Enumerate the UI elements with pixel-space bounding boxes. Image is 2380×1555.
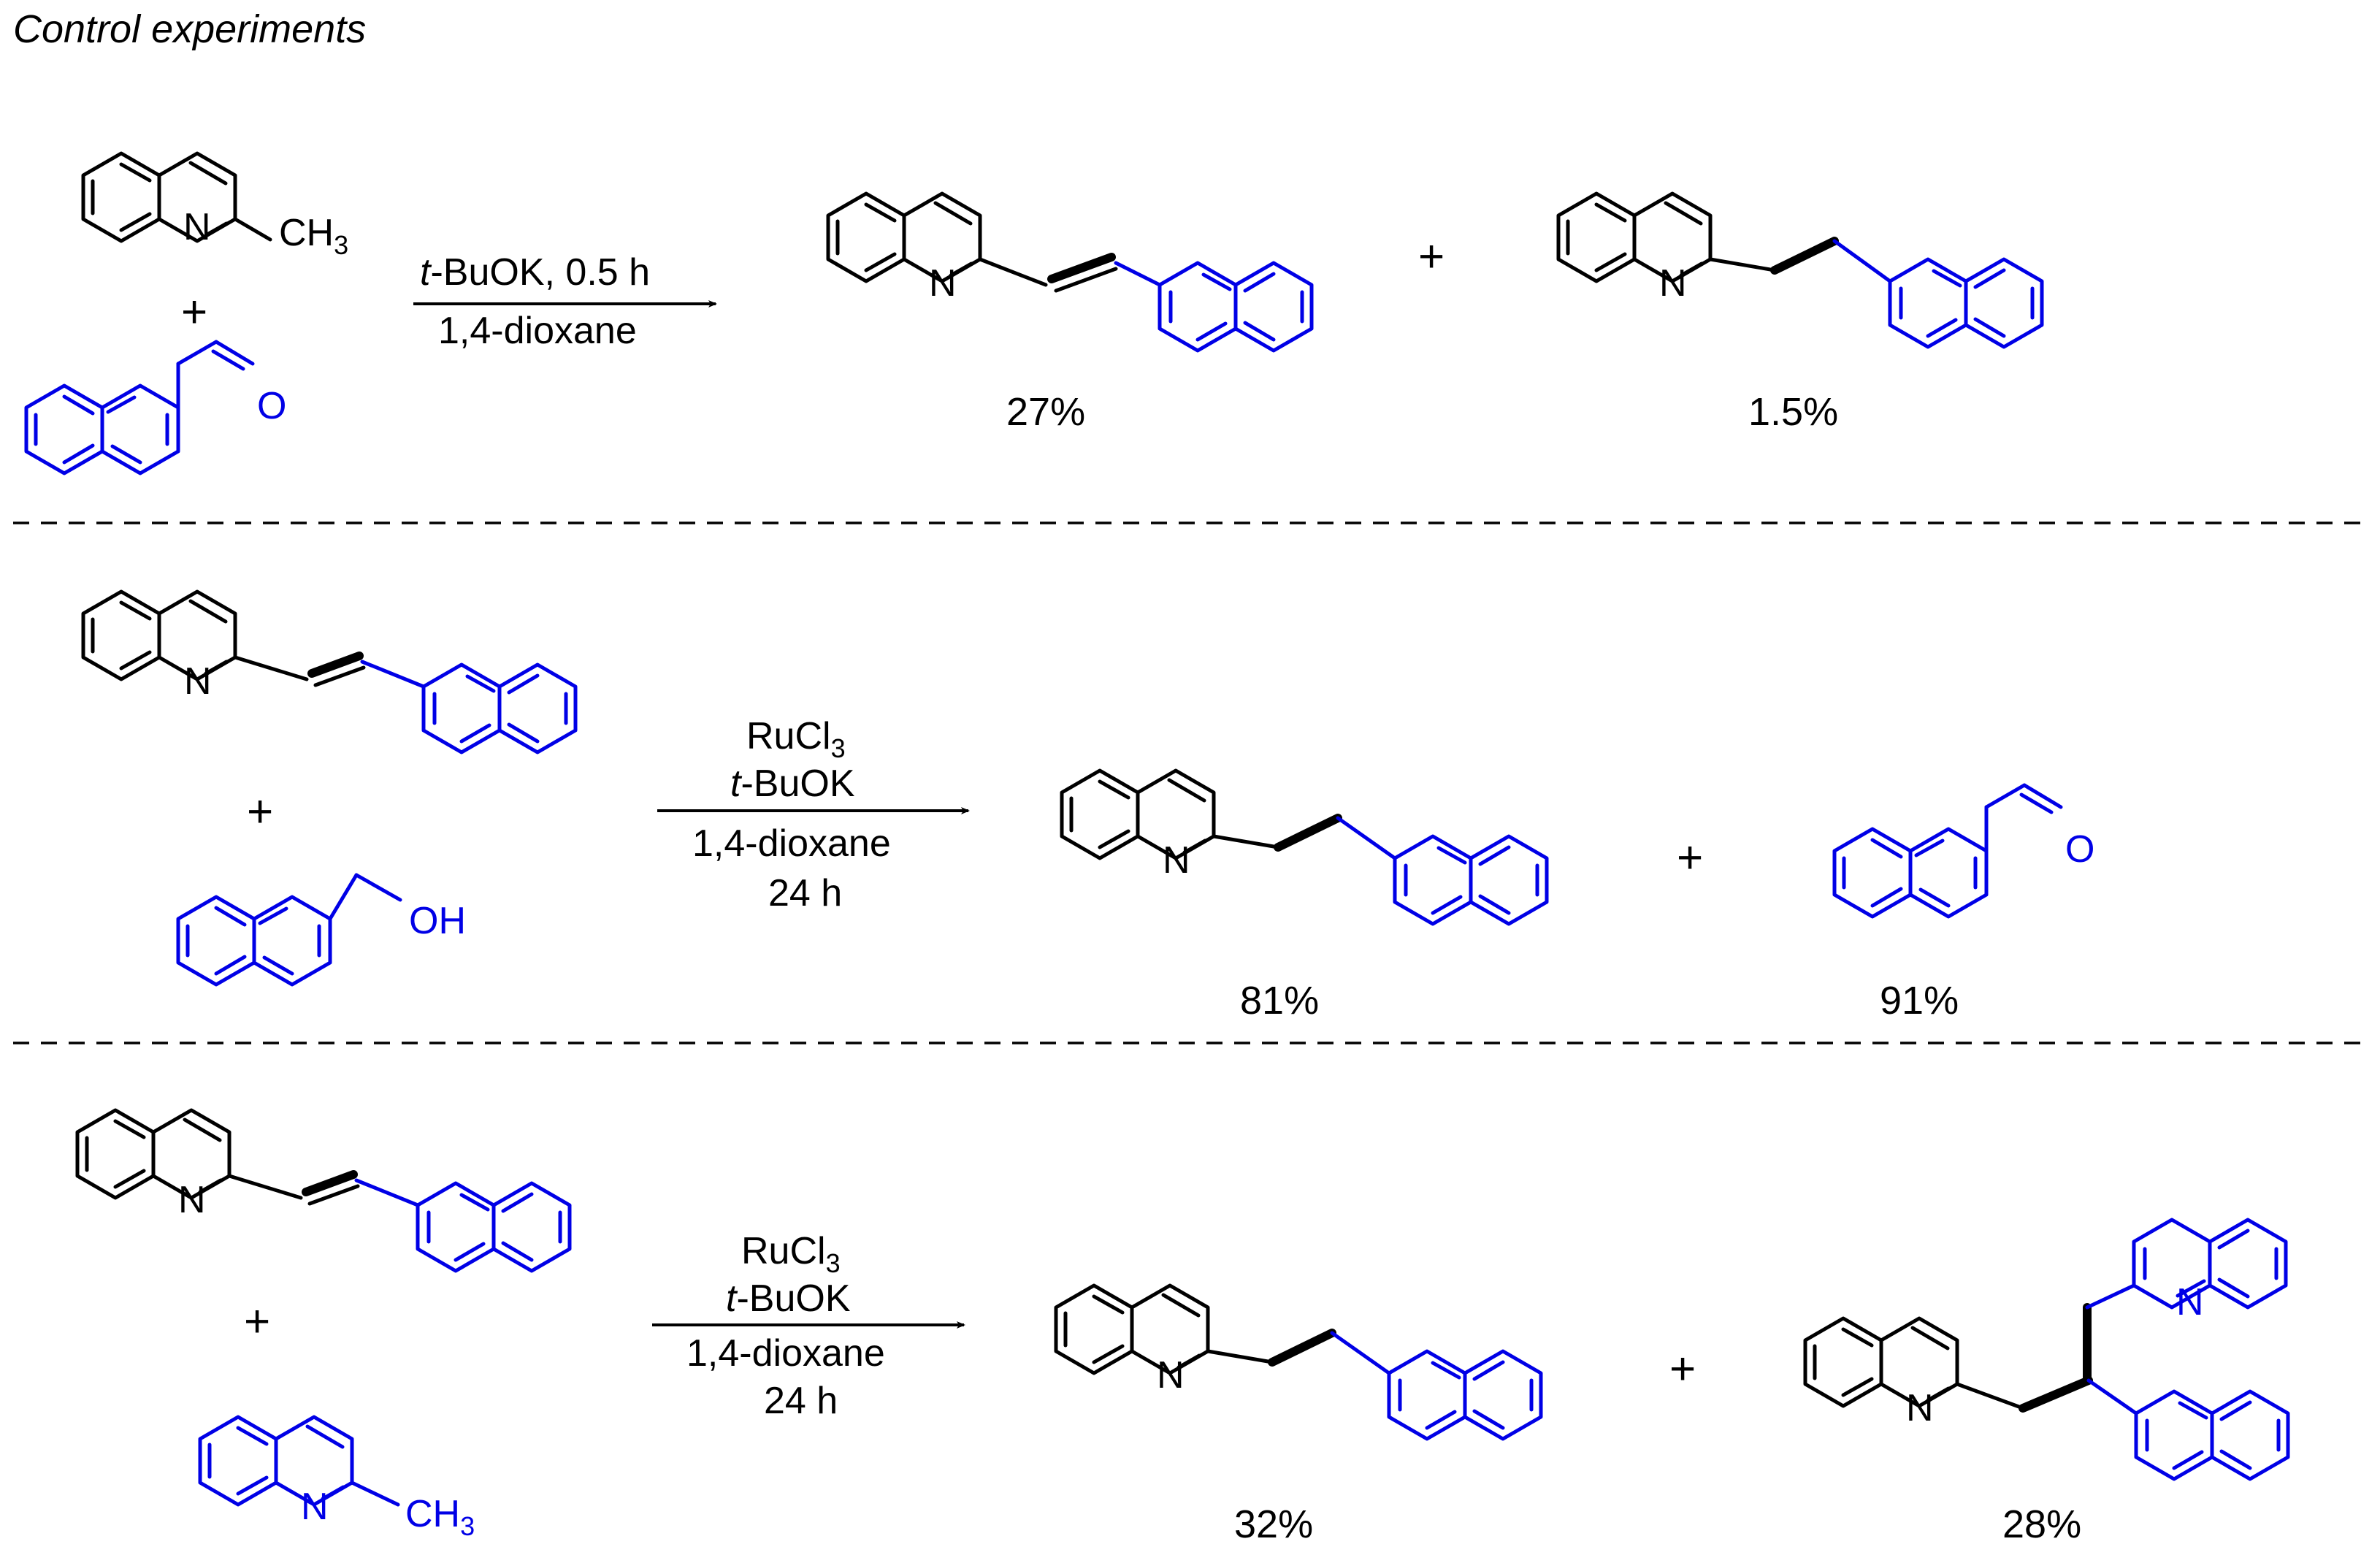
condition-solvent: 1,4-dioxane xyxy=(686,1332,885,1375)
plus-sign: + xyxy=(244,1296,270,1347)
nitrogen-label: N xyxy=(1906,1387,1934,1429)
condition-solvent: 1,4-dioxane xyxy=(692,822,891,865)
methyl-label: CH3 xyxy=(279,212,348,260)
plus-sign: + xyxy=(181,287,207,337)
oxygen-label: O xyxy=(257,385,286,427)
nitrogen-label: N xyxy=(2176,1281,2204,1323)
yield-label: 91% xyxy=(1880,979,1959,1023)
yield-label: 32% xyxy=(1234,1502,1313,1546)
alkene-reactant: N xyxy=(77,1110,570,1271)
plus-sign: + xyxy=(247,787,273,837)
base-label: t-BuOK xyxy=(730,763,855,805)
dimer-product: N N xyxy=(1805,1218,2288,1479)
2-methylquinoline-reactant: N CH3 xyxy=(200,1417,475,1541)
reaction-3: N + N CH3 RuCl3 t-BuOK 1,4-dioxane 24 h … xyxy=(77,1110,2288,1546)
catalyst-label: RuCl3 xyxy=(746,715,846,763)
alkene-product: N xyxy=(828,194,1312,351)
nitrogen-label: N xyxy=(1157,1354,1185,1397)
base-label: t-BuOK xyxy=(726,1277,851,1320)
plus-sign: + xyxy=(1677,833,1703,883)
nitrogen-label: N xyxy=(184,660,212,703)
methyl-label: CH3 xyxy=(405,1493,475,1541)
reaction-1: N CH3 + O t-BuOK, 0.5 h 1,4-dioxane N 27… xyxy=(26,153,2042,473)
2-methylquinoline-reactant xyxy=(83,153,272,241)
plus-sign: + xyxy=(1418,232,1445,282)
catalyst-label: RuCl3 xyxy=(741,1230,841,1278)
scheme-title: Control experiments xyxy=(13,7,366,51)
yield-label: 1.5% xyxy=(1748,390,1838,434)
alkane-product: N xyxy=(1062,771,1547,924)
condition-solvent: 1,4-dioxane xyxy=(438,310,637,352)
hydroxyl-label: OH xyxy=(409,900,466,942)
condition-base-time: t-BuOK, 0.5 h xyxy=(420,251,650,294)
yield-label: 81% xyxy=(1240,979,1319,1023)
alkane-product: N xyxy=(1056,1285,1541,1439)
2-naphthaldehyde-product: O xyxy=(1834,783,2094,917)
condition-time: 24 h xyxy=(764,1380,838,1422)
alkene-reactant: N xyxy=(83,592,575,752)
nitrogen-label: N xyxy=(301,1486,329,1528)
reaction-2: N + OH RuCl3 t-BuOK 1,4-dioxane 24 h N xyxy=(83,592,2094,1023)
oxygen-label: O xyxy=(2065,828,2094,871)
yield-label: 27% xyxy=(1006,390,1085,434)
nitrogen-label: N xyxy=(178,1179,206,1221)
2-naphthylmethanol-reactant: OH xyxy=(178,873,466,985)
nitrogen-label: N xyxy=(1659,262,1687,305)
nitrogen-label: N xyxy=(1163,839,1190,882)
condition-time: 24 h xyxy=(768,872,842,914)
alkane-product: N xyxy=(1558,194,2042,347)
yield-label: 28% xyxy=(2002,1502,2081,1546)
2-naphthaldehyde-reactant xyxy=(26,386,178,473)
nitrogen-label: N xyxy=(183,206,211,248)
nitrogen-label: N xyxy=(929,262,957,305)
plus-sign: + xyxy=(1669,1344,1696,1394)
